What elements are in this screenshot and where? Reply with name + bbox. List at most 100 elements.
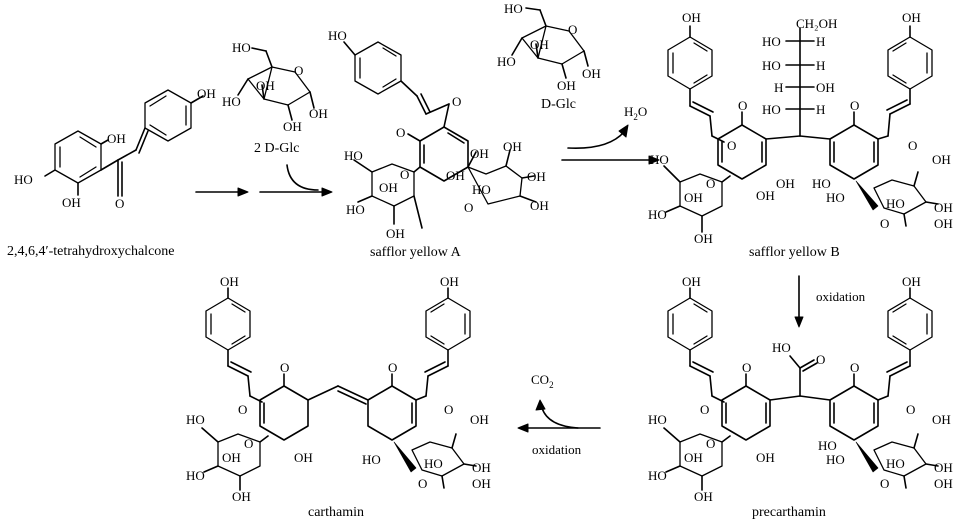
curved-arrow <box>286 164 319 191</box>
reagent-glc: D-Glc <box>541 97 576 112</box>
atom-label: OH <box>446 168 465 183</box>
atom-label: OH <box>472 460 491 475</box>
atom-label: OH <box>684 450 703 465</box>
co2-label: CO2 <box>531 372 554 390</box>
atom-label: OH <box>756 450 775 465</box>
reagent-glc: 2 D-Glc <box>254 141 300 156</box>
atom-label: O <box>706 176 715 191</box>
atom-label: OH <box>756 188 775 203</box>
atom-label: OH <box>557 78 576 93</box>
atom-label: OH <box>694 489 713 504</box>
atom-label: O <box>738 98 747 113</box>
atom-label: HO <box>762 34 781 49</box>
atom-label: O <box>388 360 397 375</box>
atom-label: O <box>880 216 889 231</box>
atom-label: CH₂OH <box>796 16 837 31</box>
atom-label: OH <box>694 231 713 246</box>
atom-label: OH <box>530 198 549 213</box>
atom-label: OH <box>932 152 951 167</box>
atom-label: OH <box>934 216 953 231</box>
safflor-yellow-b-structure <box>663 25 939 233</box>
atom-label: OH <box>283 119 302 134</box>
atom-label: OH <box>256 78 275 93</box>
atom-label: HO <box>14 172 33 187</box>
stereo-wedge <box>855 180 879 211</box>
atom-label: O <box>850 98 859 113</box>
water-label: H2O <box>624 104 647 122</box>
atom-label: OH <box>932 412 951 427</box>
atom-label: OH <box>470 412 489 427</box>
atom-label: HO <box>186 468 205 483</box>
atom-label: OH <box>62 195 81 210</box>
safflor-yellow-a-structure <box>343 41 537 229</box>
atom-label: OH <box>527 169 546 184</box>
atom-label: O <box>568 22 577 37</box>
atom-label: HO <box>886 456 905 471</box>
atom-label: O <box>244 436 253 451</box>
atom-label: O <box>850 360 859 375</box>
atom-label: O <box>115 196 124 211</box>
atom-label: O <box>727 138 736 153</box>
atom-label: HO <box>504 1 523 16</box>
atom-label: OH <box>902 10 921 25</box>
safflor-yellow-b-label: safflor yellow B <box>749 245 840 260</box>
atom-label: HO <box>648 207 667 222</box>
atom-label: HO <box>826 452 845 467</box>
atom-label: O <box>464 200 473 215</box>
atom-label: OH <box>776 176 795 191</box>
atom-label: OH <box>934 460 953 475</box>
atom-label: O <box>280 360 289 375</box>
atom-label: HO <box>812 176 831 191</box>
atom-label: O <box>700 402 709 417</box>
atom-label: OH <box>470 146 489 161</box>
atom-label: OH <box>934 200 953 215</box>
atom-label: O <box>418 476 427 491</box>
atom-label: O <box>452 94 461 109</box>
stereo-wedge <box>393 441 417 473</box>
reagent-oxidation: oxidation <box>532 442 582 457</box>
atom-label: HO <box>232 40 251 55</box>
atom-label: OH <box>934 476 953 491</box>
atom-label: HO <box>328 28 347 43</box>
atom-label: OH <box>379 180 398 195</box>
chalcone-structure <box>44 89 204 197</box>
atom-label: HO <box>648 412 667 427</box>
atom-label: OH <box>222 450 241 465</box>
atom-label: O <box>816 352 825 367</box>
atom-label: HO <box>762 102 781 117</box>
precarthamin-structure <box>663 287 939 491</box>
atom-label: OH <box>503 139 522 154</box>
atom-label: HO <box>826 190 845 205</box>
atom-label: O <box>906 402 915 417</box>
atom-label: O <box>908 138 917 153</box>
atom-label: OH <box>530 37 549 52</box>
atom-label: O <box>396 125 405 140</box>
atom-label: O <box>400 167 409 182</box>
atom-label: OH <box>294 450 313 465</box>
atom-label: HO <box>497 54 516 69</box>
atom-label: OH <box>816 80 835 95</box>
curved-arrow <box>541 407 579 429</box>
atom-label: HO <box>344 148 363 163</box>
atom-label: OH <box>386 226 405 241</box>
atom-label: HO <box>772 340 791 355</box>
atom-label: H <box>816 34 825 49</box>
atom-label: OH <box>902 274 921 289</box>
atom-label: HO <box>424 456 443 471</box>
atom-label: HO <box>222 94 241 109</box>
reagent-oxidation: oxidation <box>816 289 866 304</box>
curved-arrow <box>567 131 625 149</box>
atom-label: H <box>816 58 825 73</box>
atom-label: HO <box>362 452 381 467</box>
atom-label: O <box>706 436 715 451</box>
atom-label: HO <box>886 196 905 211</box>
glucose-structure-2 <box>511 7 589 79</box>
atom-label: O <box>294 63 303 78</box>
atom-label: HO <box>818 438 837 453</box>
atom-label: O <box>238 402 247 417</box>
atom-label: H <box>816 102 825 117</box>
atom-label: OH <box>582 66 601 81</box>
atom-label: O <box>444 402 453 417</box>
atom-label: HO <box>186 412 205 427</box>
